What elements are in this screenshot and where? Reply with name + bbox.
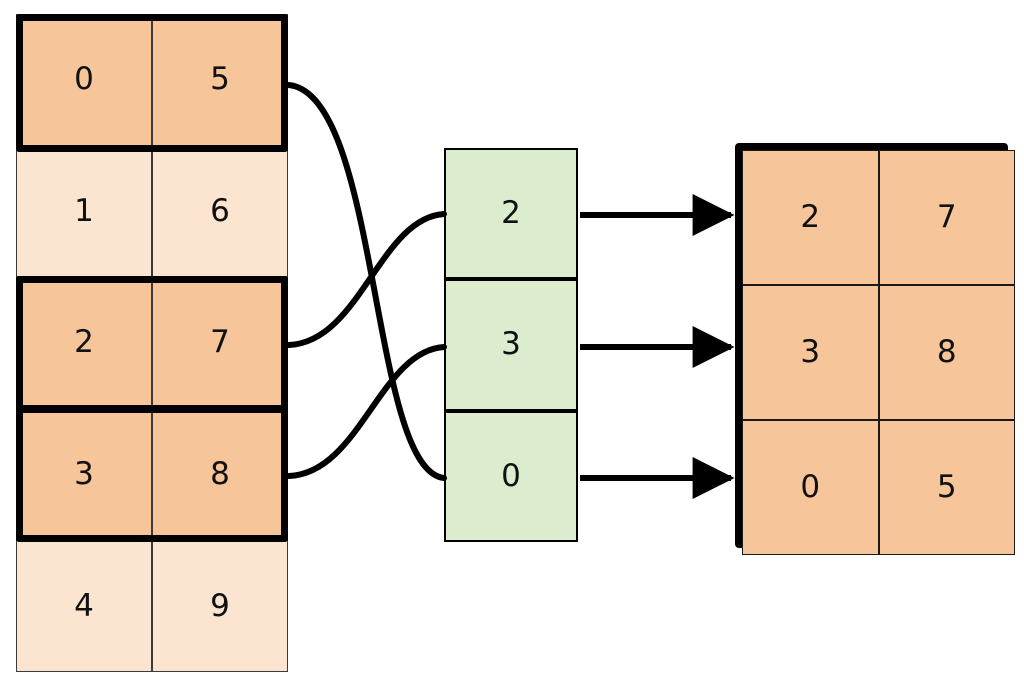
index-cell-0: 2: [444, 148, 578, 280]
source-cell-r1c0: 1: [16, 145, 152, 278]
source-cell-r4c0: 4: [16, 540, 152, 672]
result-cell-r1c0: 3: [742, 285, 879, 420]
mapping-curve-row2-to-slot0: [286, 211, 447, 348]
index-cell-2: 0: [444, 410, 578, 542]
source-cell-r1c1: 6: [152, 145, 288, 278]
source-cell-r2c1: 7: [152, 277, 288, 409]
result-table: 2 7 3 8 0 5: [735, 143, 1015, 555]
source-cell-r3c1: 8: [152, 408, 288, 541]
result-cell-r1c1: 8: [878, 285, 1015, 420]
result-cell-r0c0: 2: [742, 150, 879, 285]
result-cell-r2c0: 0: [742, 420, 879, 555]
source-cell-r2c0: 2: [16, 277, 152, 409]
source-cell-r0c0: 0: [16, 14, 152, 146]
index-column: 2 3 0: [444, 148, 578, 542]
source-cell-r4c1: 9: [152, 540, 288, 672]
mapping-curve-row3-to-slot1: [286, 344, 447, 479]
result-cell-r2c1: 5: [878, 420, 1015, 555]
source-cell-r0c1: 5: [152, 14, 288, 146]
source-table: 0 5 1 6 2 7 3 8 4 9: [16, 14, 288, 672]
index-cell-1: 3: [444, 279, 578, 411]
mapping-curve-row0-to-slot2: [286, 82, 447, 481]
result-cell-r0c1: 7: [878, 150, 1015, 285]
source-cell-r3c0: 3: [16, 408, 152, 541]
